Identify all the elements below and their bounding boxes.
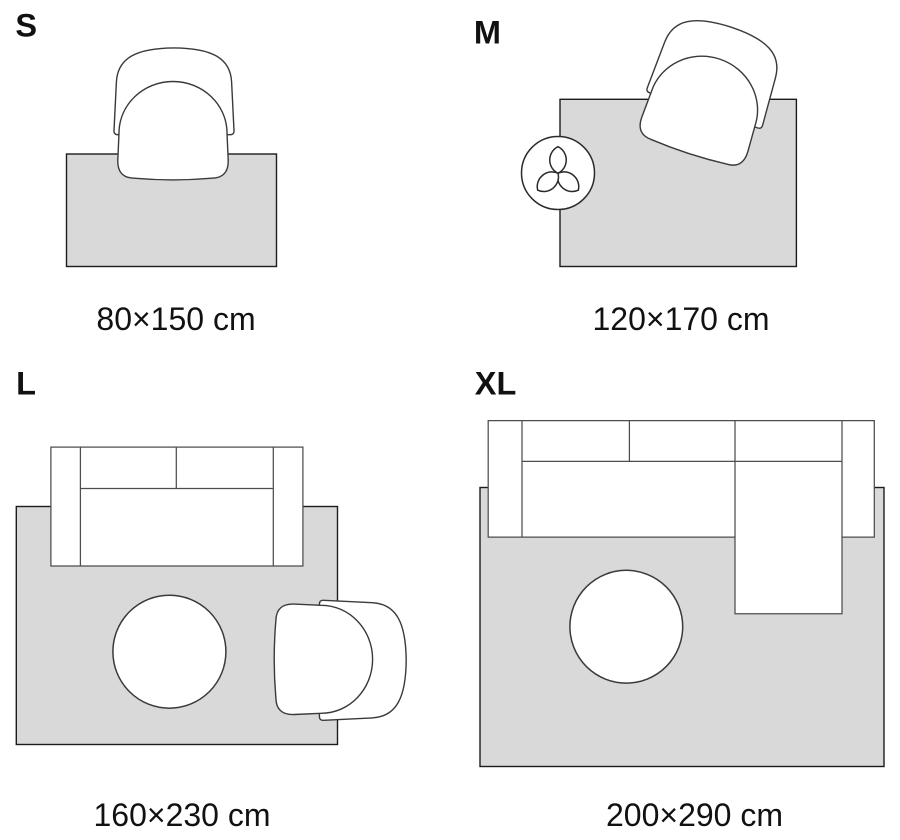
svg-text:L: L (16, 366, 36, 402)
svg-text:XL: XL (475, 365, 517, 401)
svg-text:M: M (474, 15, 501, 51)
svg-text:S: S (15, 8, 37, 44)
svg-text:160×230 cm: 160×230 cm (93, 797, 270, 833)
svg-text:80×150 cm: 80×150 cm (96, 301, 255, 337)
svg-text:200×290 cm: 200×290 cm (606, 797, 783, 833)
svg-text:120×170 cm: 120×170 cm (592, 301, 769, 337)
